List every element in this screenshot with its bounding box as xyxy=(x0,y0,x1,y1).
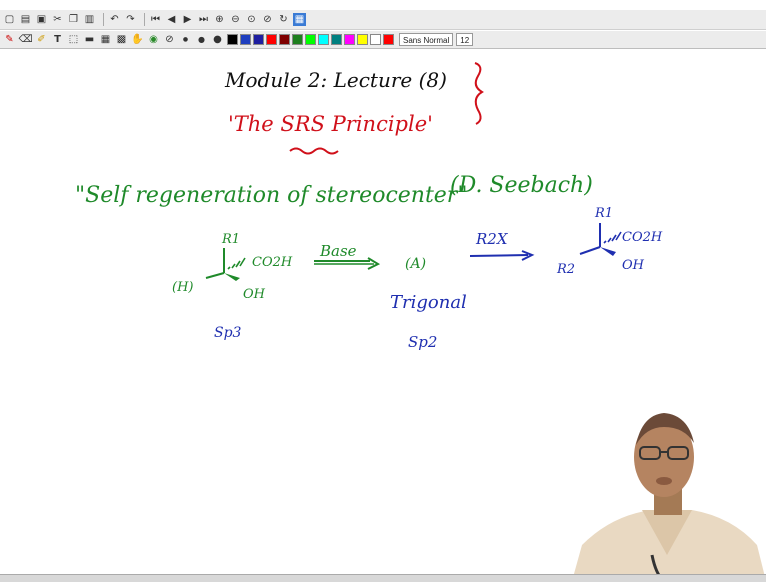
color-swatch[interactable] xyxy=(266,34,277,45)
shape-icon[interactable]: ⬚ xyxy=(68,33,79,45)
red-bracket xyxy=(474,62,484,125)
refresh-icon[interactable]: ↻ xyxy=(279,13,288,25)
color-swatch[interactable] xyxy=(279,34,290,45)
title-strip xyxy=(0,0,766,10)
color-swatch[interactable] xyxy=(292,34,303,45)
text-icon[interactable]: T xyxy=(54,33,61,45)
zoom-width-icon[interactable]: ⊘ xyxy=(263,13,272,25)
color-swatches xyxy=(227,34,396,45)
color-swatch[interactable] xyxy=(240,34,251,45)
save-icon[interactable]: ▣ xyxy=(36,13,47,25)
whiteboard-canvas[interactable]: Module 2: Lecture (8) 'The SRS Principle… xyxy=(0,50,766,581)
font-name-field[interactable]: Sans Normal xyxy=(399,33,454,46)
color-swatch[interactable] xyxy=(227,34,238,45)
left-stereocenter-bonds xyxy=(205,248,246,281)
color-swatch[interactable] xyxy=(344,34,355,45)
lecture-title: Module 2: Lecture (8) xyxy=(225,68,447,92)
screenshot-icon[interactable]: ▦ xyxy=(293,13,306,26)
highlighter-icon[interactable]: ✐ xyxy=(37,33,46,45)
r1-right-label: R1 xyxy=(595,206,614,221)
sp2-label: Sp2 xyxy=(408,333,438,351)
select-region-icon[interactable]: ▩ xyxy=(116,33,127,45)
eraser-icon[interactable]: ⌫ xyxy=(18,33,33,45)
base-arrow xyxy=(314,257,381,270)
color-picker-icon[interactable]: ◉ xyxy=(149,33,158,45)
right-stereocenter-bonds xyxy=(579,223,622,256)
first-page-icon[interactable]: ⏮ xyxy=(151,13,160,25)
dot-large-icon[interactable]: ● xyxy=(213,33,222,45)
color-swatch[interactable] xyxy=(370,34,381,45)
alkylation-reagent-label: R2X xyxy=(476,230,508,248)
next-page-icon[interactable]: ▶ xyxy=(183,13,192,25)
intermediate-label: (A) xyxy=(405,256,427,272)
pen-toolbar: ✎ ⌫ ✐ T ⬚ ▬ ▦ ▩ ✋ ◉ ⊘ ● ● ● Sans Normal … xyxy=(0,31,766,49)
zoom-fit-icon[interactable]: ⊙ xyxy=(247,13,256,25)
srs-principle-title: 'The SRS Principle' xyxy=(228,112,433,136)
alkylation-arrow xyxy=(469,250,535,261)
presenter-video xyxy=(572,413,766,581)
co2h-left-label: CO2H xyxy=(252,255,293,270)
srs-definition: "Self regeneration of stereocenter" xyxy=(75,183,468,208)
prev-page-icon[interactable]: ◀ xyxy=(167,13,176,25)
sp3-label: Sp3 xyxy=(214,325,242,341)
color-swatch[interactable] xyxy=(331,34,342,45)
color-swatch[interactable] xyxy=(383,34,394,45)
oh-right-label: OH xyxy=(622,258,644,273)
toolbar-divider xyxy=(103,13,104,26)
paste-icon[interactable]: ▥ xyxy=(84,13,95,25)
pen-icon[interactable]: ✎ xyxy=(5,33,14,45)
trigonal-label: Trigonal xyxy=(390,292,467,313)
color-swatch[interactable] xyxy=(318,34,329,45)
oh-left-label: OH xyxy=(243,287,265,302)
pen-style-icon[interactable]: ⊘ xyxy=(165,33,174,45)
dot-medium-icon[interactable]: ● xyxy=(198,34,205,44)
srs-underline xyxy=(289,147,339,155)
undo-icon[interactable]: ↶ xyxy=(110,13,119,25)
cut-icon[interactable]: ✂ xyxy=(53,13,62,25)
select-rect-icon[interactable]: ▦ xyxy=(100,33,111,45)
toolbar-divider xyxy=(144,13,145,26)
redo-icon[interactable]: ↷ xyxy=(126,13,135,25)
r1-left-label: R1 xyxy=(222,232,241,247)
dot-small-icon[interactable]: ● xyxy=(182,35,189,43)
main-toolbar: ▢ ▤ ▣ ✂ ❐ ▥ ↶ ↷ ⏮ ◀ ▶ ⏭ ⊕ ⊖ ⊙ ⊘ ↻ ▦ xyxy=(0,10,766,30)
ruler-icon[interactable]: ▬ xyxy=(84,33,95,45)
last-page-icon[interactable]: ⏭ xyxy=(199,13,208,25)
start-compound-label: (H) xyxy=(172,280,194,295)
r2-right-label: R2 xyxy=(557,262,576,277)
co2h-right-label: CO2H xyxy=(622,230,663,245)
seebach-citation: (D. Seebach) xyxy=(450,173,593,198)
zoom-in-icon[interactable]: ⊕ xyxy=(215,13,224,25)
new-icon[interactable]: ▢ xyxy=(4,13,15,25)
color-swatch[interactable] xyxy=(305,34,316,45)
copy-icon[interactable]: ❐ xyxy=(69,13,78,25)
base-reagent-label: Base xyxy=(320,242,357,260)
color-swatch[interactable] xyxy=(357,34,368,45)
zoom-out-icon[interactable]: ⊖ xyxy=(231,13,240,25)
status-strip xyxy=(0,574,766,582)
color-swatch[interactable] xyxy=(253,34,264,45)
font-size-field[interactable]: 12 xyxy=(456,33,474,46)
open-icon[interactable]: ▤ xyxy=(20,13,31,25)
hand-icon[interactable]: ✋ xyxy=(131,33,144,45)
